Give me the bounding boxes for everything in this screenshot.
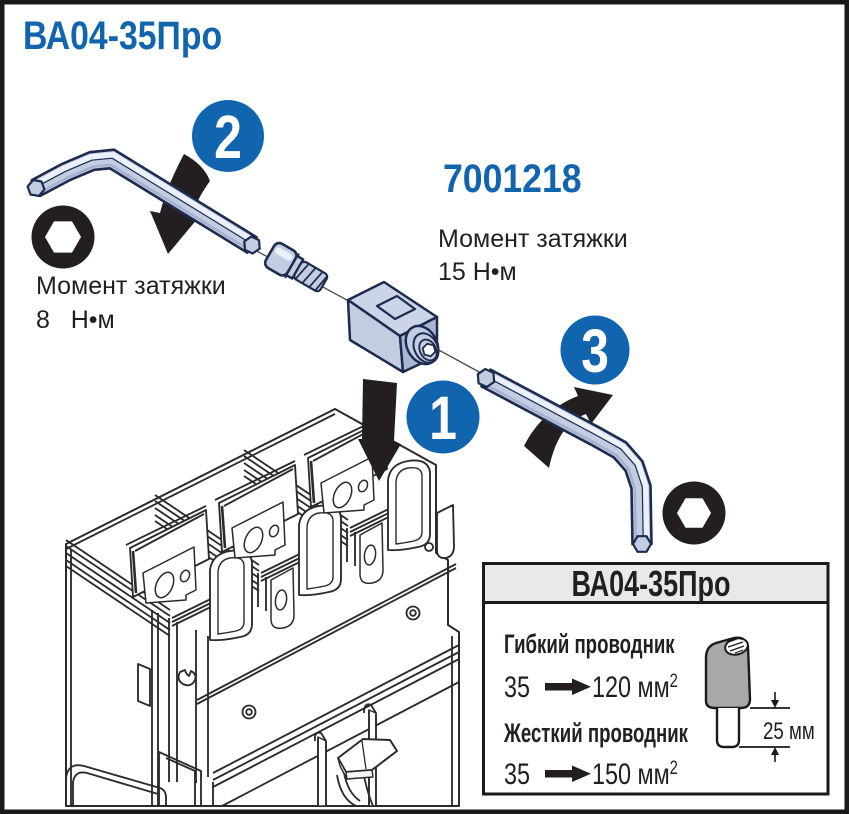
svg-text:25 мм: 25 мм: [763, 718, 815, 745]
svg-text:1: 1: [429, 384, 457, 452]
svg-text:Гибкий проводник: Гибкий проводник: [504, 629, 675, 659]
svg-text:120 мм2: 120 мм2: [592, 670, 678, 703]
svg-text:150 мм2: 150 мм2: [592, 757, 678, 790]
svg-text:3: 3: [581, 317, 609, 385]
svg-text:35: 35: [504, 670, 530, 703]
svg-text:2: 2: [214, 103, 242, 171]
svg-text:ВА04-35Про: ВА04-35Про: [23, 12, 222, 57]
svg-text:7001218: 7001218: [443, 157, 582, 201]
svg-text:35: 35: [504, 757, 530, 790]
svg-text:Жесткий проводник: Жесткий проводник: [503, 718, 688, 748]
svg-text:15 Н•м: 15 Н•м: [438, 258, 517, 286]
svg-text:Момент затяжки: Момент затяжки: [36, 272, 226, 300]
svg-text:8 Н•м: 8 Н•м: [36, 306, 115, 334]
svg-text:ВА04-35Про: ВА04-35Про: [572, 563, 731, 604]
svg-text:Момент затяжки: Момент затяжки: [438, 225, 628, 253]
